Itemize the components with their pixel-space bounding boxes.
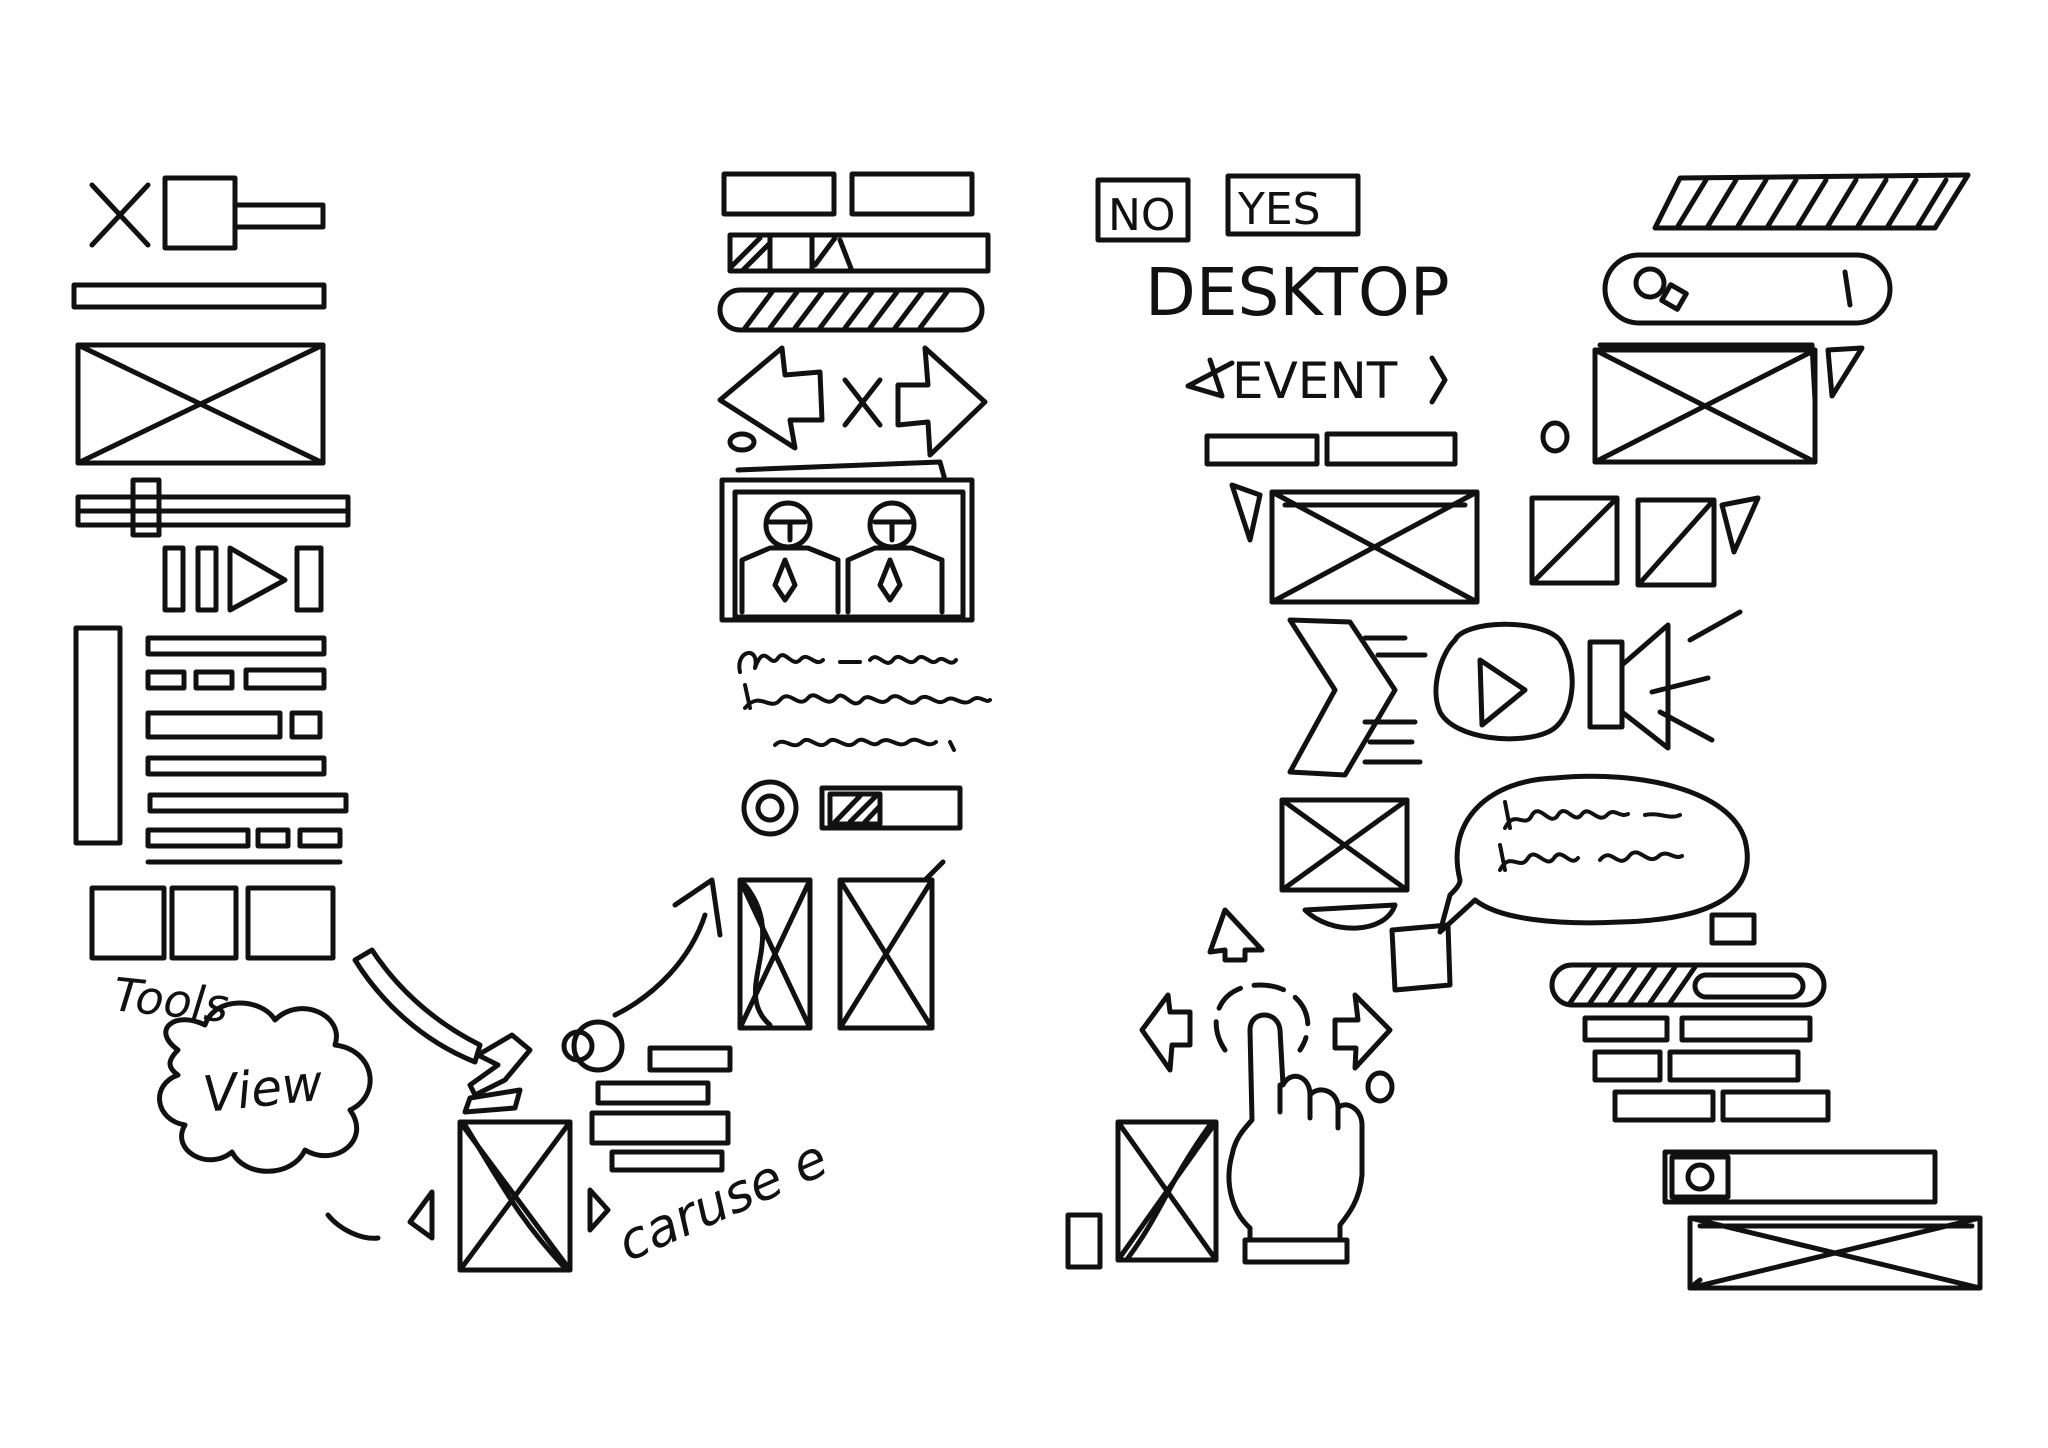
radio-button <box>571 1019 625 1073</box>
bracket <box>1429 355 1448 405</box>
u-bottom-curve: Tools View caruse e <box>111 877 836 1274</box>
toggle-control <box>741 779 963 837</box>
chevron-tail <box>462 1087 523 1115</box>
text-field <box>1204 433 1320 467</box>
curve-stroke <box>325 1212 381 1241</box>
x-center <box>1229 482 1761 993</box>
u-left-column <box>71 175 351 961</box>
arrow-left-icon <box>1139 992 1193 1073</box>
x-upper-left-arm: NO YES DESKTOP EVENT <box>1095 173 1458 467</box>
yes-label: YES <box>1237 184 1321 235</box>
arrow-up-icon <box>1207 907 1265 963</box>
image-placeholder <box>75 342 326 466</box>
divider-bar <box>71 282 327 310</box>
speaker-icon <box>1587 609 1743 751</box>
checkbox-list <box>1529 495 1761 588</box>
play-icon <box>1477 657 1528 728</box>
arrow-right-icon <box>895 345 988 458</box>
speech-bubble <box>1437 773 1750 935</box>
progress-bar-rounded <box>717 287 985 333</box>
image-placeholder-tall <box>837 859 946 1031</box>
scrollbar <box>73 625 123 846</box>
scribble-text <box>737 651 992 752</box>
image-placeholder-tall <box>457 1119 573 1273</box>
close-icon <box>842 377 883 428</box>
button-bar <box>849 171 975 217</box>
triangle-down-icon <box>1825 345 1865 399</box>
triangle-right-icon <box>1229 482 1263 543</box>
u-right-column <box>717 171 992 1031</box>
arrow-left-icon <box>717 345 825 451</box>
small-box <box>1065 1212 1103 1270</box>
no-button[interactable] <box>1095 177 1191 243</box>
image-placeholder-tall <box>1115 1119 1219 1263</box>
yes-button[interactable] <box>1225 173 1361 237</box>
no-label: NO <box>1108 190 1176 241</box>
thumbnail-boxes <box>89 885 336 961</box>
slider <box>75 477 351 538</box>
chevron-left-icon <box>1185 357 1235 399</box>
tag-shape <box>1389 922 1453 993</box>
half-circle <box>1302 902 1398 931</box>
progress-bar-rounded <box>1549 962 1827 1008</box>
dot <box>1540 420 1570 454</box>
view-label: View <box>200 1054 325 1124</box>
hand-pointer-icon <box>1226 1012 1365 1265</box>
image-placeholder <box>1279 797 1410 893</box>
dot <box>1365 1070 1395 1104</box>
image-placeholder <box>1269 489 1480 605</box>
triangle-right-icon <box>587 1187 611 1233</box>
checkbox <box>162 175 238 251</box>
arrow-right-icon <box>1332 992 1393 1071</box>
image-placeholder-tall <box>737 877 813 1031</box>
dot <box>727 431 757 453</box>
text-lines <box>1362 635 1428 765</box>
image-placeholder <box>1592 342 1818 465</box>
text-field-stack <box>589 1045 733 1173</box>
play-icon <box>227 545 288 613</box>
text-field <box>1324 431 1458 467</box>
radio-dot <box>561 1029 595 1063</box>
small-box <box>1709 912 1757 946</box>
chevron-arrow <box>467 1032 533 1098</box>
close-icon <box>89 182 151 248</box>
triangle-left-icon <box>407 1189 435 1241</box>
text-field-stack <box>1582 1015 1831 1123</box>
desktop-label: DESKTOP <box>1145 254 1450 331</box>
pause-icon <box>162 545 186 613</box>
search-input[interactable] <box>1602 252 1893 326</box>
x-lower-left-arm <box>1065 907 1395 1270</box>
x-upper-right-arm <box>1540 172 1971 465</box>
progress-bar-striped <box>1652 172 1971 231</box>
radio-button <box>741 779 799 837</box>
curved-arrow-band <box>352 947 483 1065</box>
text-field <box>232 202 326 230</box>
text-lines-list <box>145 635 349 865</box>
video-frame <box>719 459 975 623</box>
text-cursor <box>1842 269 1853 308</box>
radio-button <box>1685 1162 1715 1192</box>
stop-icon <box>294 545 324 613</box>
x-lower-right-arm <box>1549 912 1983 1291</box>
media-controls <box>162 545 324 613</box>
curved-arrow <box>612 912 708 1018</box>
search-icon <box>1633 266 1667 300</box>
play-button[interactable] <box>1433 621 1575 742</box>
arrow-head <box>672 877 723 938</box>
tap-ripple <box>1213 982 1311 1053</box>
button-bar <box>721 171 837 217</box>
chevron-right-icon <box>1287 617 1398 778</box>
search-icon <box>1659 282 1689 312</box>
pause-icon <box>195 545 219 613</box>
progress-bar <box>819 785 963 831</box>
cloud <box>157 1000 373 1174</box>
progress-bar-striped <box>727 232 991 274</box>
event-label: EVENT <box>1232 352 1398 410</box>
search-field[interactable] <box>1662 1149 1938 1205</box>
image-placeholder <box>1687 1215 1983 1291</box>
